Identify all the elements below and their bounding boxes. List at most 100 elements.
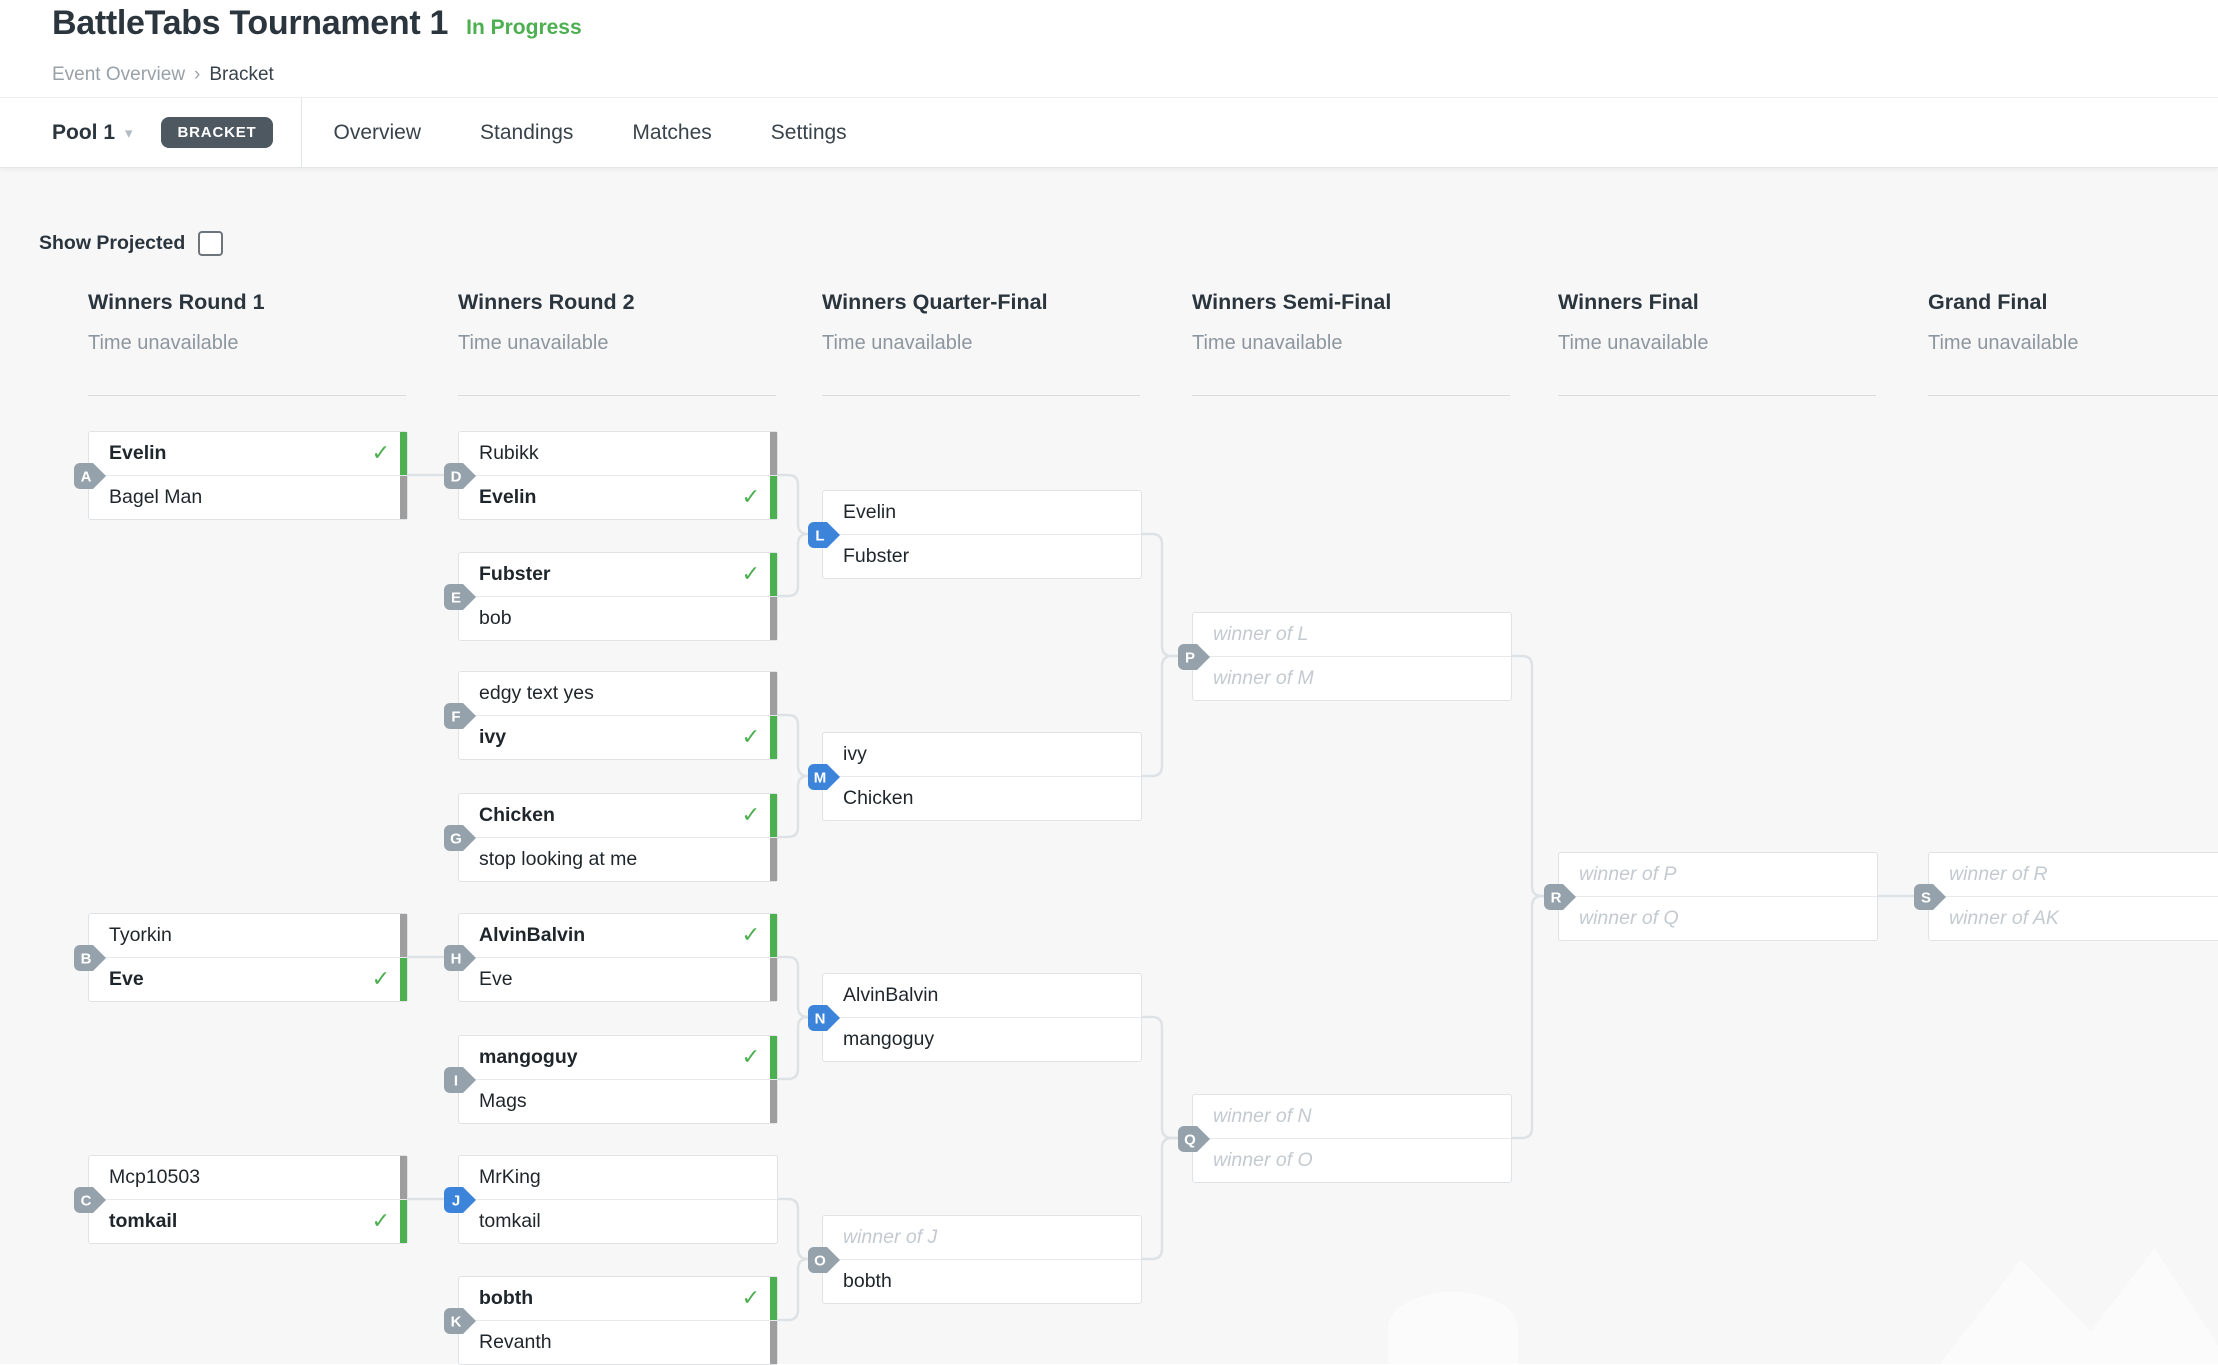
participant-name: Eve bbox=[109, 968, 144, 990]
match-N[interactable]: AlvinBalvin mangoguy N bbox=[808, 973, 1142, 1062]
svg-text:F: F bbox=[451, 709, 460, 726]
svg-text:O: O bbox=[814, 1253, 826, 1270]
participant-name: tomkail bbox=[109, 1210, 178, 1232]
match-R-slot-2: winner of Q bbox=[1559, 896, 1877, 940]
match-badge-N: N bbox=[807, 1004, 841, 1032]
participant-name: Evelin bbox=[109, 442, 167, 464]
show-projected-label: Show Projected bbox=[39, 232, 186, 254]
tabbar-divider bbox=[301, 98, 303, 167]
participant-name: AlvinBalvin bbox=[843, 984, 939, 1006]
winner-check-icon: ✓ bbox=[371, 966, 390, 992]
show-projected-checkbox[interactable] bbox=[198, 231, 224, 256]
match-F-slot-1: edgy text yes bbox=[459, 672, 777, 715]
breadcrumb: Event Overview › Bracket bbox=[52, 64, 274, 86]
participant-name: winner of J bbox=[843, 1226, 938, 1248]
participant-name: Tyorkin bbox=[109, 924, 172, 946]
svg-text:K: K bbox=[451, 1314, 462, 1331]
round-title: Winners Quarter-Final bbox=[822, 290, 1048, 314]
breadcrumb-event-overview[interactable]: Event Overview bbox=[52, 64, 186, 85]
match-badge-F: F bbox=[443, 702, 477, 730]
winner-score-bar bbox=[770, 553, 777, 596]
svg-text:A: A bbox=[81, 469, 92, 486]
participant-name: ivy bbox=[479, 726, 507, 748]
match-badge-P: P bbox=[1177, 643, 1211, 671]
round-time: Time unavailable bbox=[1558, 332, 1709, 354]
match-badge-A: A bbox=[73, 462, 107, 490]
winner-check-icon: ✓ bbox=[741, 1285, 760, 1311]
participant-name: Evelin bbox=[843, 501, 897, 523]
match-I-slot-2: Mags bbox=[459, 1079, 777, 1123]
show-projected-control[interactable]: Show Projected bbox=[39, 231, 224, 256]
round-time: Time unavailable bbox=[458, 332, 609, 354]
match-badge-J: J bbox=[443, 1186, 477, 1214]
round-header-rule bbox=[88, 395, 406, 396]
participant-name: AlvinBalvin bbox=[479, 924, 586, 946]
tab-settings[interactable]: Settings bbox=[770, 120, 847, 144]
match-K[interactable]: bobth ✓ Revanth K bbox=[444, 1276, 778, 1365]
breadcrumb-separator-icon: › bbox=[194, 64, 201, 85]
participant-name: bob bbox=[479, 607, 512, 629]
loser-score-bar bbox=[770, 838, 777, 881]
match-M-slot-1: ivy bbox=[823, 733, 1141, 776]
participant-name: winner of AK bbox=[1949, 907, 2059, 929]
pool-selector-label: Pool 1 bbox=[52, 120, 116, 144]
match-C-slot-1: Mcp10503 bbox=[89, 1156, 407, 1199]
bracket-badge: BRACKET bbox=[160, 117, 274, 148]
tab-standings[interactable]: Standings bbox=[480, 120, 574, 144]
match-B-slot-1: Tyorkin bbox=[89, 914, 407, 957]
participant-name: winner of Q bbox=[1579, 907, 1679, 929]
tab-overview[interactable]: Overview bbox=[333, 120, 422, 144]
match-N-slot-1: AlvinBalvin bbox=[823, 974, 1141, 1017]
tab-matches[interactable]: Matches bbox=[632, 120, 712, 144]
svg-text:N: N bbox=[815, 1011, 826, 1028]
match-O-slot-2: bobth bbox=[823, 1259, 1141, 1303]
match-S-slot-2: winner of AK bbox=[1929, 896, 2218, 940]
participant-name: stop looking at me bbox=[479, 848, 638, 870]
winner-score-bar bbox=[770, 794, 777, 837]
match-G-slot-1: Chicken✓ bbox=[459, 794, 777, 837]
loser-score-bar bbox=[770, 432, 777, 475]
match-P-slot-1: winner of L bbox=[1193, 613, 1511, 656]
match-badge-R: R bbox=[1543, 883, 1577, 911]
match-badge-L: L bbox=[807, 521, 841, 549]
background-watermark bbox=[1388, 1292, 1518, 1364]
match-badge-D: D bbox=[443, 462, 477, 490]
match-badge-E: E bbox=[443, 583, 477, 611]
match-J-slot-1: MrKing bbox=[459, 1156, 777, 1199]
match-E-slot-2: bob bbox=[459, 596, 777, 640]
participant-name: Revanth bbox=[479, 1331, 552, 1353]
round-header-rule bbox=[458, 395, 776, 396]
loser-score-bar bbox=[770, 597, 777, 640]
participant-name: mangoguy bbox=[843, 1028, 935, 1050]
svg-text:M: M bbox=[814, 770, 827, 787]
pool-selector[interactable]: Pool 1 ▾ bbox=[52, 121, 133, 145]
match-G-slot-2: stop looking at me bbox=[459, 837, 777, 881]
winner-score-bar bbox=[400, 1200, 407, 1243]
participant-name: bobth bbox=[479, 1287, 534, 1309]
match-L-slot-1: Evelin bbox=[823, 491, 1141, 534]
participant-name: winner of O bbox=[1213, 1149, 1313, 1171]
match-O-slot-1: winner of J bbox=[823, 1216, 1141, 1259]
